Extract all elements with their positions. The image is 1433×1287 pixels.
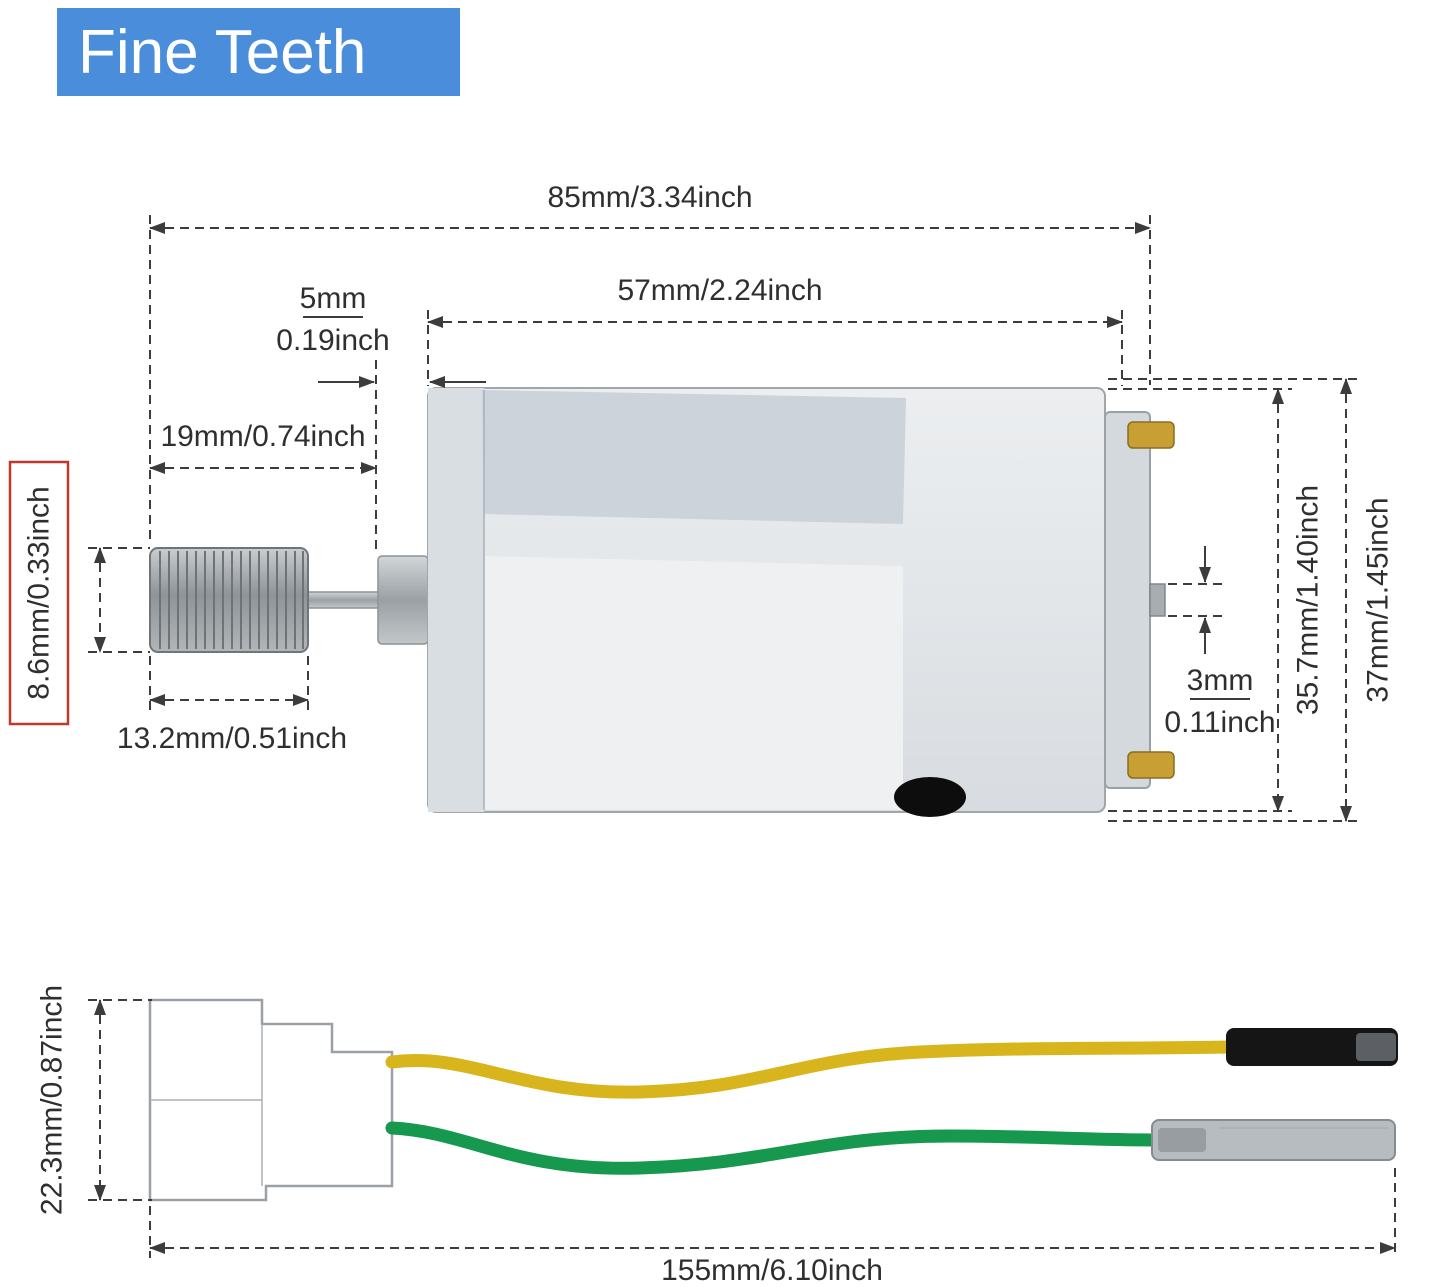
badge-label: Fine Teeth xyxy=(78,18,366,87)
gear-teeth-lines xyxy=(159,551,304,649)
bearing-boss xyxy=(377,555,429,645)
highlight-red-box xyxy=(8,460,70,726)
wire-yellow xyxy=(385,1040,1239,1099)
terminal-tab-bottom xyxy=(1127,751,1175,779)
pinion-gear xyxy=(149,547,309,653)
dim-label-overall-diameter: 37mm/1.45inch xyxy=(1362,497,1395,702)
connector-assembly xyxy=(148,998,1398,1202)
dim-boss-length: 5mm 0.19inch xyxy=(276,282,486,552)
connector-housing xyxy=(148,998,394,1202)
spade-terminal-crimp xyxy=(1158,1128,1206,1152)
dim-label-body-length: 57mm/2.24inch xyxy=(617,274,822,307)
badge-background xyxy=(57,8,460,96)
dim-label-rear-shaft-inch: 0.11inch xyxy=(1164,706,1275,739)
dim-rear-shaft: 3mm 0.11inch xyxy=(1164,546,1276,739)
motor-lower-label xyxy=(484,556,903,810)
heat-shrink-sleeve xyxy=(1226,1028,1398,1066)
dim-cable-length: 155mm/6.10inch xyxy=(149,1168,1396,1287)
dim-label-rear-shaft-mm: 3mm xyxy=(1187,664,1254,697)
terminal-yellow-sleeve xyxy=(1226,1028,1398,1066)
motor-shaft xyxy=(299,591,391,609)
dim-label-boss-inch: 0.19inch xyxy=(276,324,389,357)
motor-top-label xyxy=(482,390,906,524)
dim-label-cable-length: 155mm/6.10inch xyxy=(661,1254,883,1287)
motor-front-band xyxy=(428,388,484,812)
rear-shaft-nub xyxy=(1149,583,1166,617)
rear-end-cap xyxy=(1104,411,1151,789)
dim-gear-diameter: 8.6mm/0.33inch xyxy=(8,460,150,726)
dim-label-overall-length: 85mm/3.34inch xyxy=(547,181,752,214)
dim-shaft-length: 19mm/0.74inch xyxy=(149,420,377,474)
terminal-tab-top xyxy=(1127,421,1175,449)
dim-gear-length: 13.2mm/0.51inch xyxy=(117,656,347,755)
dim-label-connector-height: 22.3mm/0.87inch xyxy=(36,985,69,1215)
vent-hole xyxy=(894,777,966,817)
dim-body-length: 57mm/2.24inch xyxy=(427,274,1123,386)
dim-can-diameter: 35.7mm/1.40inch xyxy=(1108,388,1325,812)
dim-label-shaft-length: 19mm/0.74inch xyxy=(160,420,365,453)
dim-overall-diameter: 37mm/1.45inch xyxy=(1108,378,1395,822)
motor-drawing xyxy=(149,387,1175,817)
dim-label-can-diameter: 35.7mm/1.40inch xyxy=(1292,485,1325,715)
dim-overall-length: 85mm/3.34inch xyxy=(149,181,1151,544)
dim-label-boss-mm: 5mm xyxy=(300,282,367,315)
dim-label-gear-diameter: 8.6mm/0.33inch xyxy=(23,486,56,699)
dim-connector-height: 22.3mm/0.87inch xyxy=(36,985,152,1215)
spade-terminal-body xyxy=(1151,1119,1396,1161)
terminal-green-spade xyxy=(1151,1119,1396,1161)
fine-teeth-badge: Fine Teeth xyxy=(57,8,460,96)
dim-label-gear-length: 13.2mm/0.51inch xyxy=(117,722,347,755)
wire-green xyxy=(385,1121,1165,1175)
crimp-end xyxy=(1356,1033,1396,1061)
